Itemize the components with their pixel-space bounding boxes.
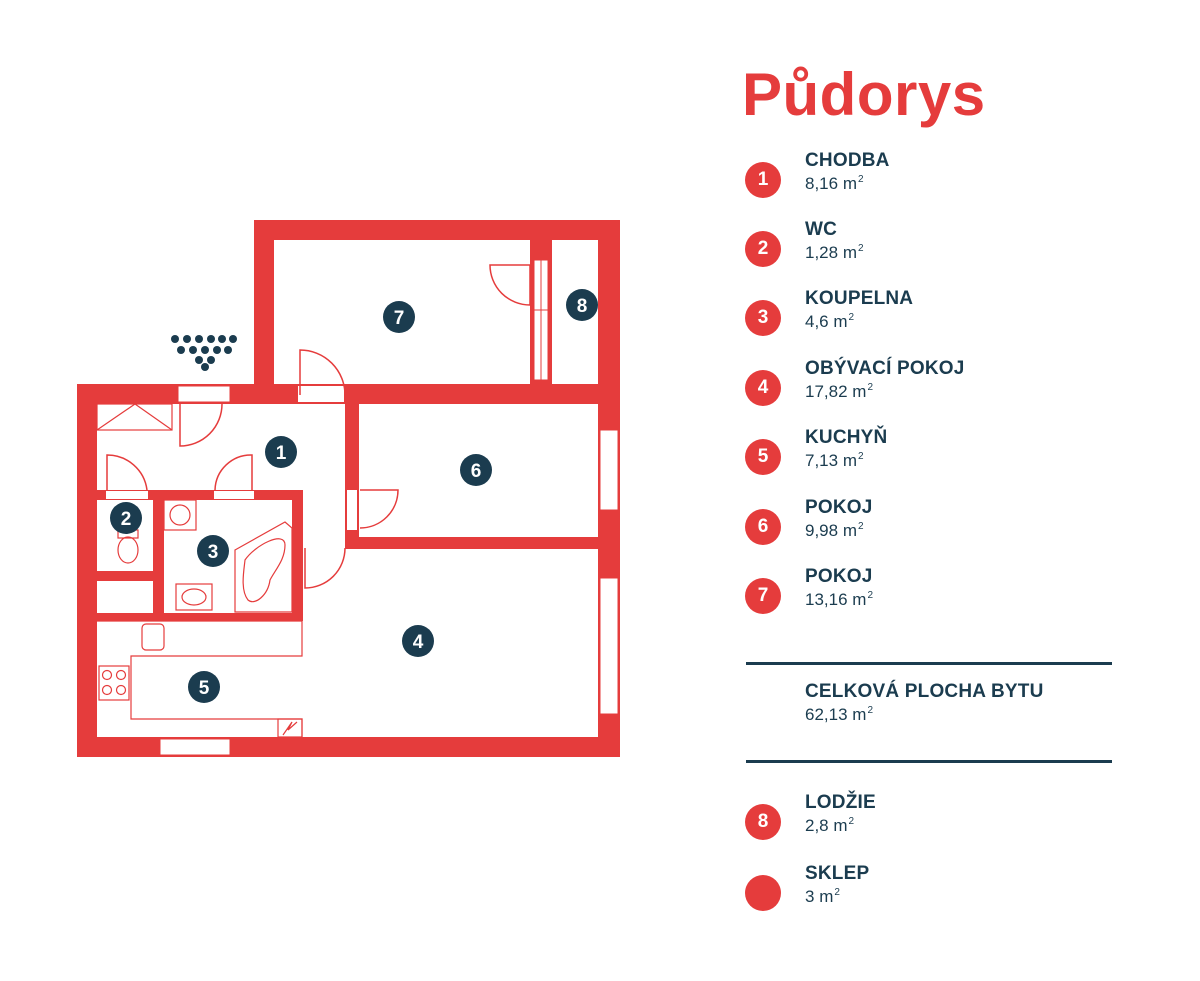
divider-bottom xyxy=(746,760,1112,763)
room-marker-7[interactable]: 7 xyxy=(383,301,415,333)
page-title: Půdorys xyxy=(742,61,986,128)
windows xyxy=(159,259,619,756)
room-number-badge: 1 xyxy=(745,162,781,198)
room-area: 9,98 m2 xyxy=(805,521,864,540)
room-marker-2[interactable]: 2 xyxy=(110,502,142,534)
room-marker-4[interactable]: 4 xyxy=(402,625,434,657)
legend-item-3[interactable]: 3 KOUPELNA 4,6 m2 xyxy=(742,288,1122,350)
legend-item-6[interactable]: 6 POKOJ 9,98 m2 xyxy=(742,497,1122,559)
room-name: WC xyxy=(805,219,838,240)
room-name: LODŽIE xyxy=(805,792,876,813)
floor-plan: 1 2 3 4 5 6 7 8 xyxy=(77,220,620,757)
total-area: CELKOVÁ PLOCHA BYTU 62,13 m2 xyxy=(742,681,1122,743)
room-number-badge: 3 xyxy=(745,300,781,336)
svg-text:3: 3 xyxy=(208,542,219,563)
room-marker-6[interactable]: 6 xyxy=(460,454,492,486)
room-marker-5[interactable]: 5 xyxy=(188,671,220,703)
svg-text:5: 5 xyxy=(199,678,210,699)
room-area: 13,16 m2 xyxy=(805,590,874,609)
total-label: CELKOVÁ PLOCHA BYTU xyxy=(805,681,1044,702)
room-number-badge: 7 xyxy=(745,578,781,614)
legend-item-1[interactable]: 1 CHODBA 8,16 m2 xyxy=(742,150,1122,212)
room-area: 4,6 m2 xyxy=(805,312,855,331)
legend-item-7[interactable]: 7 POKOJ 13,16 m2 xyxy=(742,566,1122,628)
room-marker-3[interactable]: 3 xyxy=(197,535,229,567)
room-name: KUCHYŇ xyxy=(805,427,888,448)
room-markers: 1 2 3 4 5 6 7 8 xyxy=(110,289,598,703)
legend-item-sklep[interactable]: SKLEP 3 m2 xyxy=(742,863,1122,925)
room-name: KOUPELNA xyxy=(805,288,914,309)
room-marker-8[interactable]: 8 xyxy=(566,289,598,321)
legend-item-8[interactable]: 8 LODŽIE 2,8 m2 xyxy=(742,792,1122,854)
legend-item-5[interactable]: 5 KUCHYŇ 7,13 m2 xyxy=(742,427,1122,489)
compass-icon xyxy=(171,335,237,371)
divider-top xyxy=(746,662,1112,665)
room-area: 7,13 m2 xyxy=(805,451,864,470)
room-name: SKLEP xyxy=(805,863,870,884)
fixtures xyxy=(96,403,303,738)
total-value: 62,13 m2 xyxy=(805,705,874,724)
room-name: POKOJ xyxy=(805,566,873,587)
svg-text:6: 6 xyxy=(471,461,482,482)
svg-text:2: 2 xyxy=(121,509,132,530)
legend-item-4[interactable]: 4 OBÝVACÍ POKOJ 17,82 m2 xyxy=(742,358,1122,420)
doors xyxy=(106,264,531,589)
svg-text:8: 8 xyxy=(577,296,588,317)
svg-text:7: 7 xyxy=(394,308,405,329)
room-name: POKOJ xyxy=(805,497,873,518)
room-marker-1[interactable]: 1 xyxy=(265,436,297,468)
room-area: 3 m2 xyxy=(805,887,840,906)
cellar-dot-icon xyxy=(745,875,781,911)
room-number-badge: 8 xyxy=(745,804,781,840)
room-name: OBÝVACÍ POKOJ xyxy=(805,358,965,379)
room-number-badge: 4 xyxy=(745,370,781,406)
legend-item-2[interactable]: 2 WC 1,28 m2 xyxy=(742,219,1122,281)
svg-text:4: 4 xyxy=(413,632,424,653)
room-area: 1,28 m2 xyxy=(805,243,864,262)
room-number-badge: 6 xyxy=(745,509,781,545)
room-number-badge: 2 xyxy=(745,231,781,267)
room-area: 8,16 m2 xyxy=(805,174,864,193)
room-area: 2,8 m2 xyxy=(805,816,855,835)
legend-panel: Půdorys 1 CHODBA 8,16 m2 2 WC 1,28 m2 3 … xyxy=(742,0,1142,981)
room-name: CHODBA xyxy=(805,150,890,171)
svg-text:1: 1 xyxy=(276,443,287,464)
room-number-badge: 5 xyxy=(745,439,781,475)
room-area: 17,82 m2 xyxy=(805,382,874,401)
